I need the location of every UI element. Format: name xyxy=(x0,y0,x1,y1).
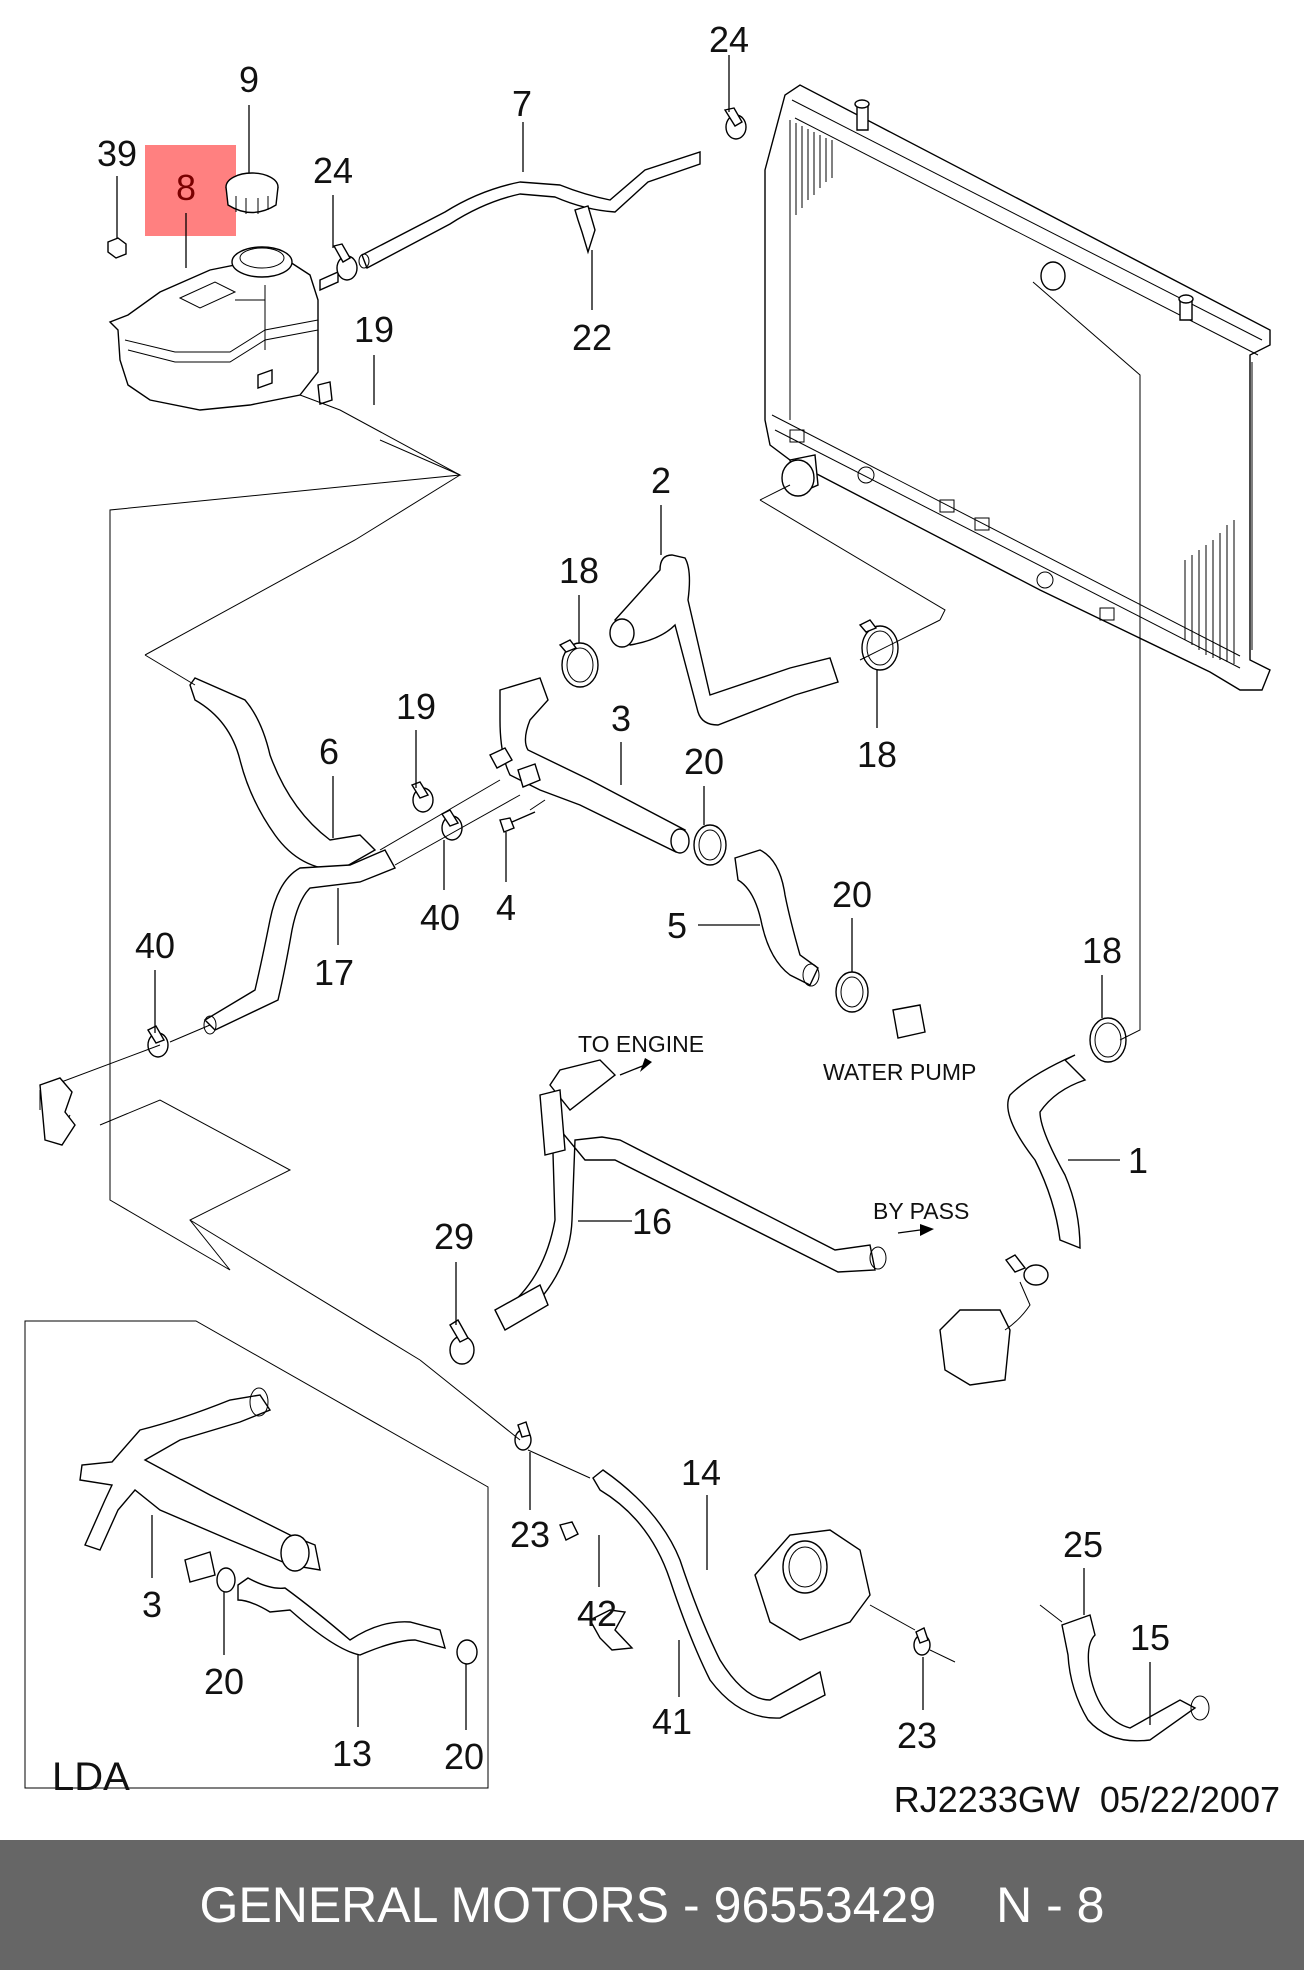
hose-17 xyxy=(203,849,396,1035)
clamp-23-upper xyxy=(514,1421,532,1451)
hose-16-lower-end xyxy=(494,1284,549,1331)
coolant-reservoir xyxy=(108,246,339,411)
callout-24: 24 xyxy=(709,19,749,60)
clamp-18-right xyxy=(858,619,899,671)
clamp-20-lower xyxy=(835,971,869,1013)
water-pipe-3 xyxy=(489,677,690,854)
water-pump-stub xyxy=(892,1004,926,1039)
callout-20-lda: 20 xyxy=(444,1736,484,1777)
callout-20: 20 xyxy=(684,741,724,782)
callout-18: 18 xyxy=(1082,930,1122,971)
clamp-20-upper xyxy=(693,824,727,866)
drawing-reference: RJ2233GW 05/22/2007 xyxy=(894,1779,1280,1820)
thermostat-housing xyxy=(939,1309,1011,1386)
footer-dash: - xyxy=(683,1877,700,1933)
clamp-19-small xyxy=(410,781,434,813)
callout-25: 25 xyxy=(1063,1524,1103,1565)
lda-inset xyxy=(24,1320,489,1789)
hose-15 xyxy=(1061,1614,1210,1742)
footer-bar: GENERAL MOTORS - 96553429 N - 8 xyxy=(0,1840,1304,1970)
callout-22: 22 xyxy=(572,317,612,358)
guide-lines xyxy=(39,281,1141,1441)
callout-18: 18 xyxy=(857,734,897,775)
engine-stub xyxy=(39,1077,76,1146)
callout-19: 19 xyxy=(354,309,394,350)
callout-29: 29 xyxy=(434,1216,474,1257)
leader-lines xyxy=(116,55,1151,1730)
callout-15: 15 xyxy=(1130,1617,1170,1658)
callout-17: 17 xyxy=(314,952,354,993)
hose-7 xyxy=(358,151,701,269)
manufacturer-name: GENERAL MOTORS xyxy=(199,1877,670,1933)
part-number: 96553429 xyxy=(713,1877,937,1933)
hose-6 xyxy=(189,677,377,871)
callout-20: 20 xyxy=(832,874,872,915)
clip-42 xyxy=(559,1521,579,1541)
callout-1: 1 xyxy=(1128,1140,1148,1181)
parts-diagram: 24 7 9 39 8 24 22 19 2 18 3 6 19 20 18 4… xyxy=(24,19,1280,1820)
callout-4: 4 xyxy=(496,887,516,928)
callout-40: 40 xyxy=(420,897,460,938)
callout-41: 41 xyxy=(652,1701,692,1742)
bolt-4 xyxy=(499,811,536,833)
callout-19: 19 xyxy=(396,686,436,727)
hose-16 xyxy=(509,1059,887,1322)
hose-1 xyxy=(1007,1017,1127,1250)
radiator xyxy=(764,84,1271,691)
hose-5 xyxy=(734,849,820,987)
bracket-22 xyxy=(574,205,596,255)
callout-3: 3 xyxy=(611,698,631,739)
upper-hose-2 xyxy=(609,554,839,726)
callout-20-lda: 20 xyxy=(204,1661,244,1702)
callout-39: 39 xyxy=(97,133,137,174)
clamp-18-lower xyxy=(1004,1254,1049,1286)
arrow-to-engine xyxy=(619,1058,652,1076)
callout-5: 5 xyxy=(667,905,687,946)
callout-40: 40 xyxy=(135,925,175,966)
clamp-23-lower xyxy=(913,1627,931,1656)
callout-14: 14 xyxy=(681,1452,721,1493)
throttle-body xyxy=(754,1529,871,1641)
callout-2: 2 xyxy=(651,460,671,501)
arrow-by-pass xyxy=(897,1224,934,1236)
filler-cap xyxy=(225,172,279,214)
note-to-engine: TO ENGINE xyxy=(578,1031,704,1057)
callout-42: 42 xyxy=(577,1593,617,1634)
clamp-40-small xyxy=(440,809,463,841)
callout-24: 24 xyxy=(313,150,353,191)
callout-23: 23 xyxy=(897,1715,937,1756)
note-water-pump: WATER PUMP xyxy=(823,1059,976,1085)
note-by-pass: BY PASS xyxy=(873,1198,969,1224)
clamp-40-lower xyxy=(147,1025,169,1058)
clamp-18-upper xyxy=(558,639,599,688)
callout-8: 8 xyxy=(176,167,196,208)
inset-label-lda: LDA xyxy=(52,1755,130,1799)
hose-14 xyxy=(592,1469,826,1719)
callout-23: 23 xyxy=(510,1514,550,1555)
clip-41 xyxy=(589,1609,634,1651)
callout-16: 16 xyxy=(632,1201,672,1242)
callout-18: 18 xyxy=(559,550,599,591)
clamp-29 xyxy=(449,1319,475,1365)
callout-6: 6 xyxy=(319,731,339,772)
callout-9: 9 xyxy=(239,59,259,100)
nut-39 xyxy=(107,237,127,259)
callout-3-lda: 3 xyxy=(142,1584,162,1625)
callout-7: 7 xyxy=(512,83,532,124)
clamp-24-right xyxy=(723,107,747,140)
page-reference: N - 8 xyxy=(996,1877,1105,1933)
highlight-box-part-8 xyxy=(145,145,236,236)
callout-13: 13 xyxy=(332,1733,372,1774)
clamp-24-left xyxy=(332,243,358,281)
